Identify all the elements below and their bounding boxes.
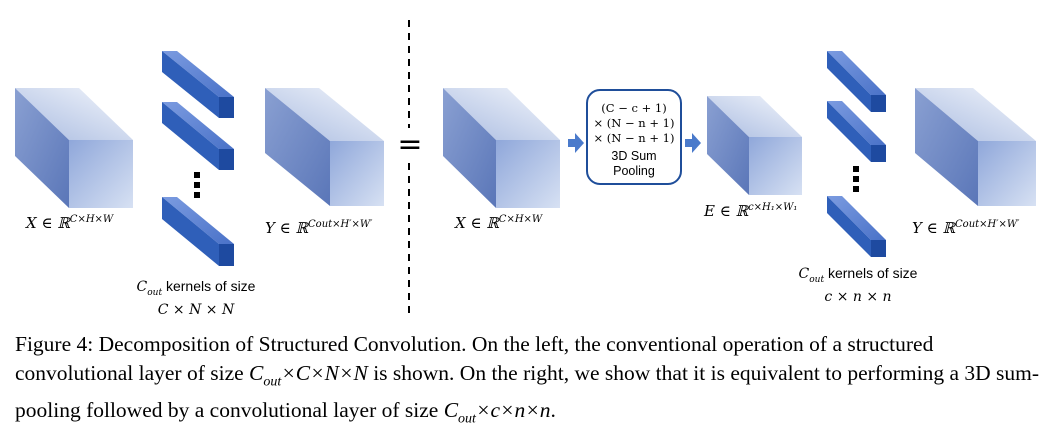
pool-expr-line-3: × (N − n + 1): [593, 131, 675, 145]
left-kernel-1: [162, 51, 234, 118]
pool-expr-line-1: (C − c + 1): [601, 101, 667, 115]
arrow-to-pooling: [568, 133, 584, 153]
right-kernel-2: [827, 101, 886, 162]
sum-pooling-box: (C − c + 1) × (N − n + 1) × (N − n + 1) …: [586, 89, 682, 185]
pool-expr-line-2: × (N − n + 1): [593, 116, 675, 130]
right-output-label: Y ∈ ℝCout×H′×W′: [912, 219, 1020, 237]
left-kernel-note: Cout kernels of size C × N × N: [136, 278, 256, 318]
right-kernel-3: [827, 196, 886, 257]
decomposition-diagram: [15, 20, 1036, 316]
left-input-label: X ∈ ℝC×H×W: [26, 214, 114, 232]
arrow-from-pooling: [685, 133, 701, 153]
right-kernel-1: [827, 51, 886, 112]
pool-title-line-2: Pooling: [613, 164, 655, 178]
right-input-label: X ∈ ℝC×H×W: [455, 214, 543, 232]
left-kernel-ellipsis: [194, 172, 200, 198]
right-output-tensor: [915, 88, 1036, 206]
left-kernel-3: [162, 197, 234, 266]
figure-caption: Figure 4: Decomposition of Structured Co…: [15, 332, 1040, 427]
intermediate-tensor: [707, 96, 802, 195]
equals-sign: =: [397, 127, 423, 162]
intermediate-label: E ∈ ℝc×H₁×W₁: [704, 202, 798, 220]
right-input-tensor: [443, 88, 560, 208]
left-input-tensor: [15, 88, 133, 208]
left-kernel-2: [162, 102, 234, 170]
left-output-label: Y ∈ ℝCout×H′×W′: [265, 219, 373, 237]
pool-title-line-1: 3D Sum: [611, 149, 657, 163]
right-kernel-note: Cout kernels of size c × n × n: [798, 265, 918, 305]
right-kernel-ellipsis: [853, 166, 859, 192]
left-output-tensor: [265, 88, 384, 206]
